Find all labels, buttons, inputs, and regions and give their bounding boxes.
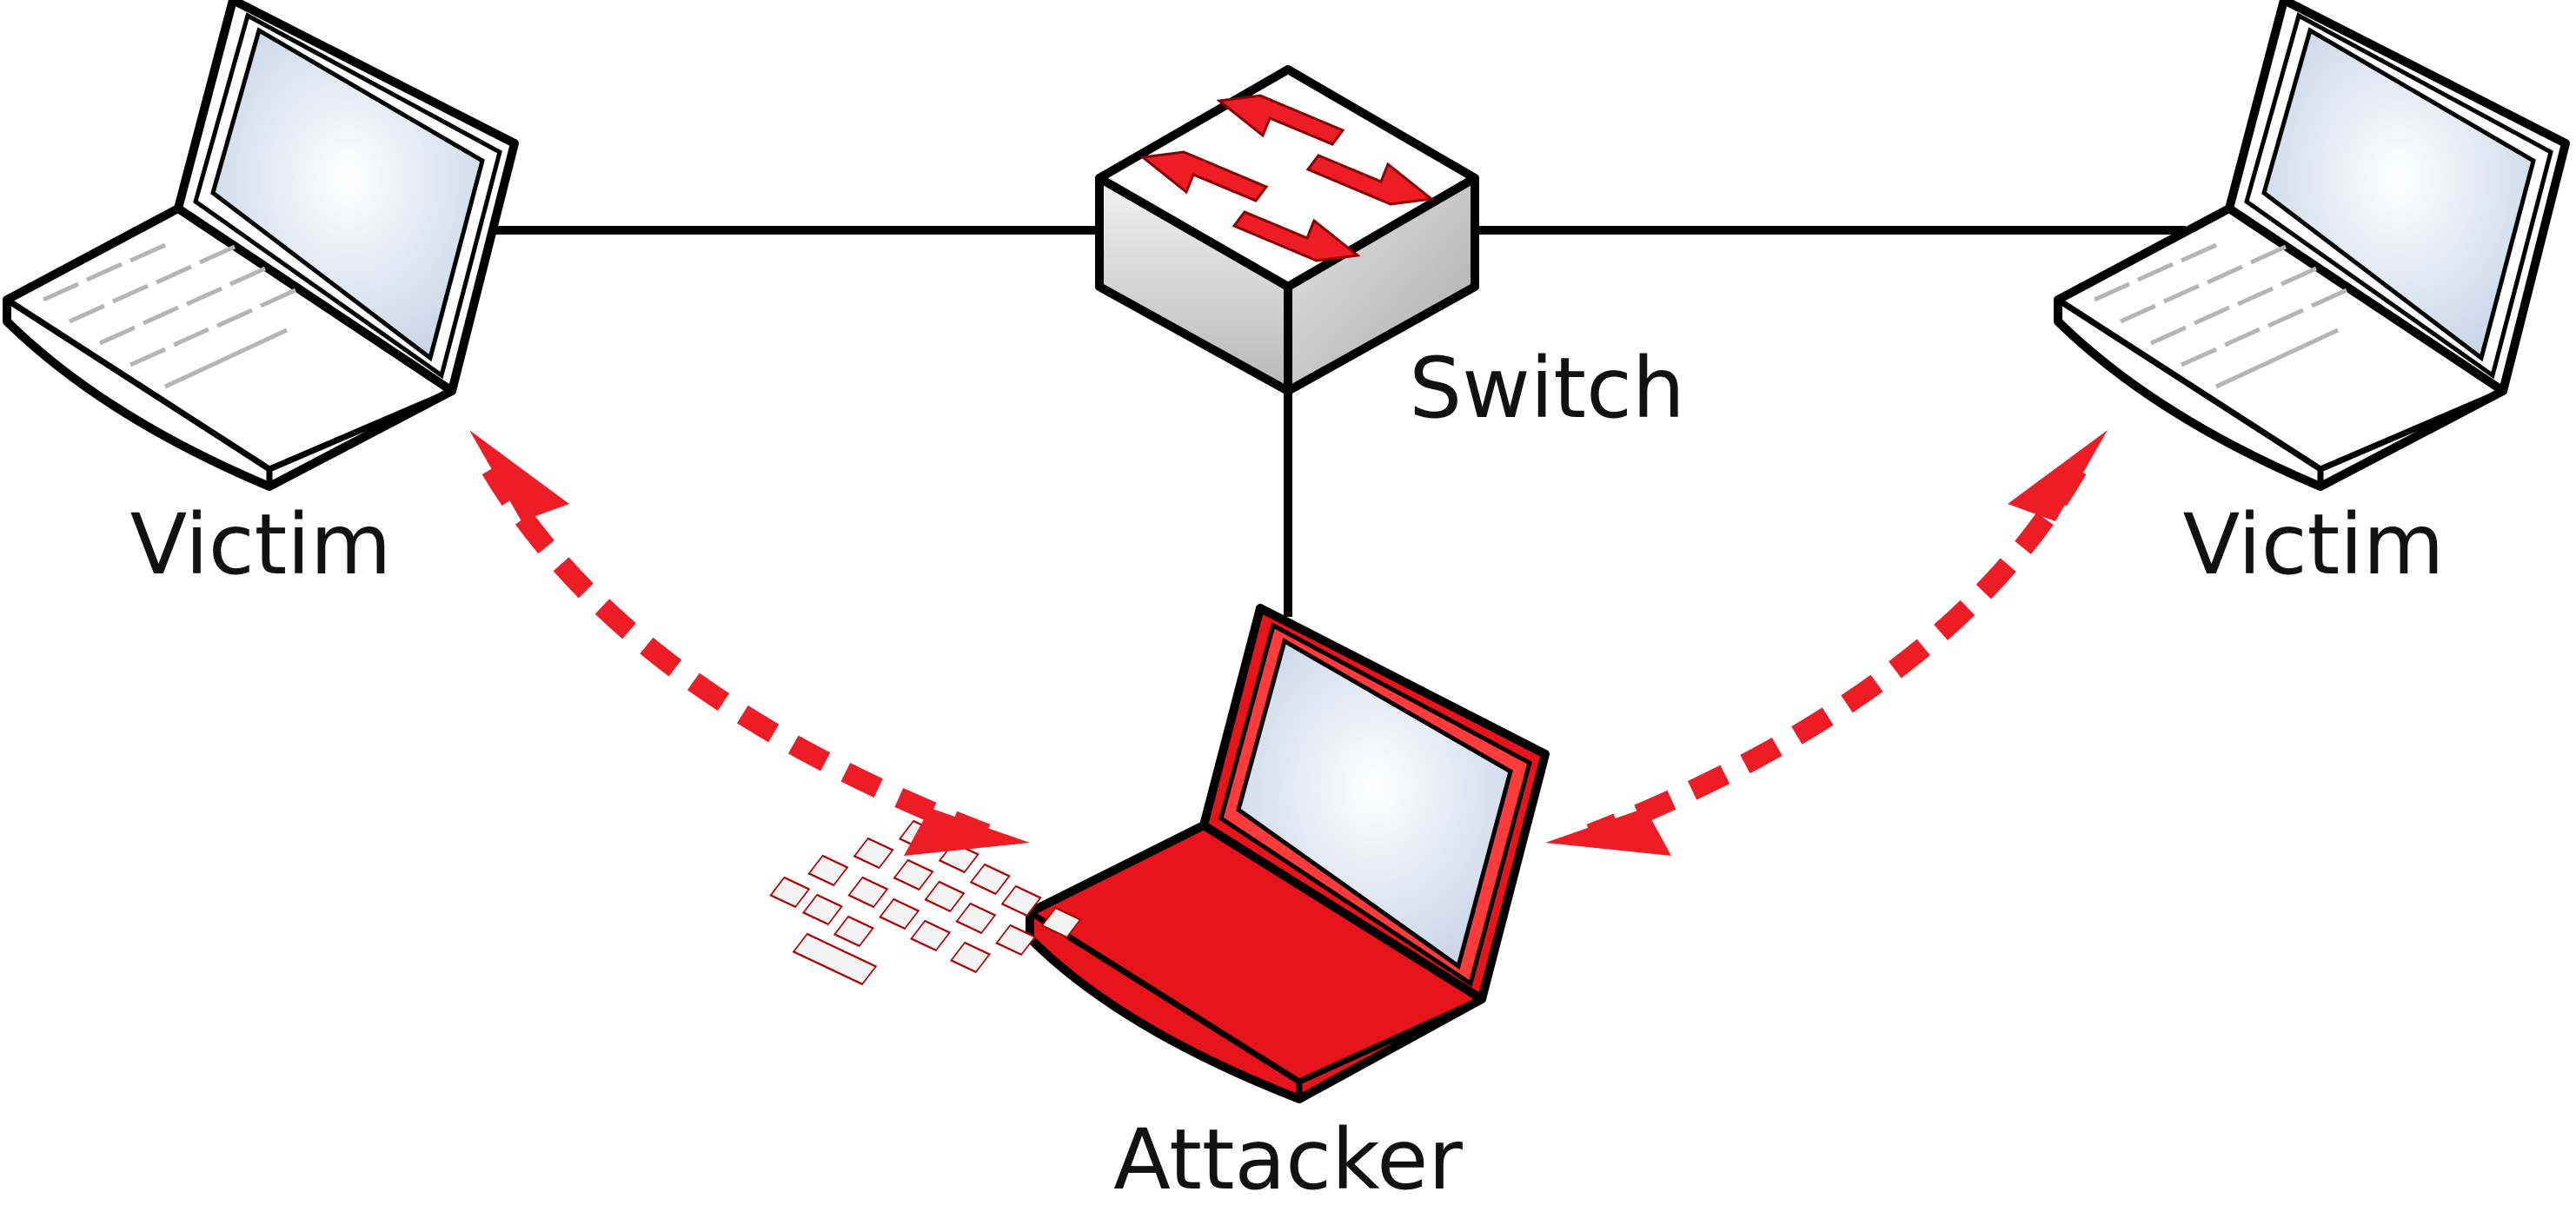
arrowhead-right-bottom [1545, 808, 1671, 856]
connections [491, 226, 2186, 617]
laptop-icon [769, 604, 1550, 1103]
laptop-icon [3, 0, 519, 491]
mitm-arrows [469, 430, 2108, 856]
victim-right-label: Victim [2183, 496, 2445, 593]
dashed-arrow-left [481, 463, 991, 844]
arrowhead-left-top [469, 430, 569, 521]
attacker-label: Attacker [1113, 1111, 1463, 1205]
victim-left-label: Victim [130, 496, 392, 593]
laptop-icon [2054, 0, 2570, 491]
network-switch-icon [1095, 65, 1479, 395]
arrowhead-left-bottom [904, 808, 1030, 856]
arrowhead-right-top [2008, 430, 2108, 521]
switch-label: Switch [1409, 340, 1684, 437]
dashed-arrow-right [1586, 463, 2087, 844]
